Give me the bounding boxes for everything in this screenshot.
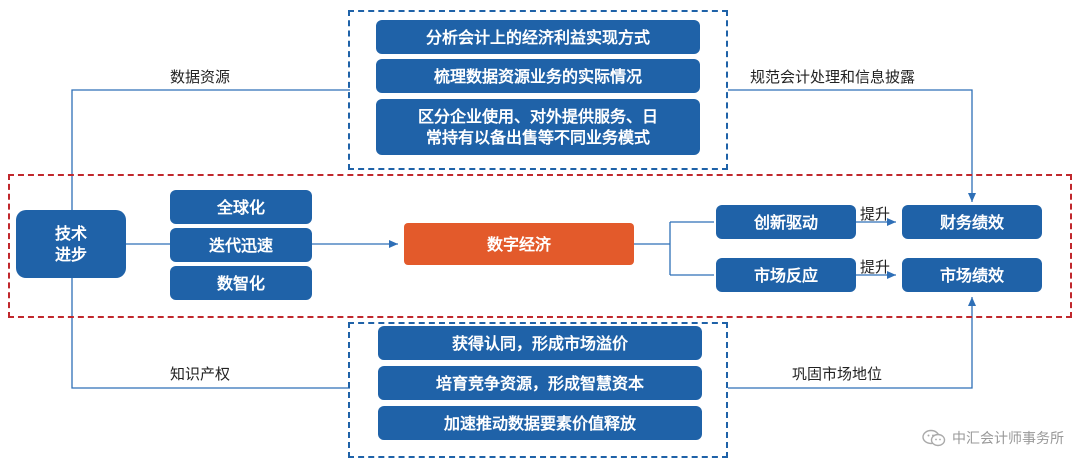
bottom-group-item: 获得认同，形成市场溢价	[378, 326, 702, 360]
financial-performance-box: 财务绩效	[902, 205, 1042, 239]
market-reaction-box: 市场反应	[716, 258, 856, 292]
top-group-item: 梳理数据资源业务的实际情况	[376, 59, 700, 93]
boost-label-2: 提升	[860, 258, 891, 276]
boost-label-1: 提升	[860, 205, 891, 223]
bottom-group-item: 培育竞争资源，形成智慧资本	[378, 366, 702, 400]
top-group-item: 区分企业使用、对外提供服务、日 常持有以备出售等不同业务模式	[376, 99, 700, 155]
fast-iteration-box: 迭代迅速	[170, 228, 312, 262]
data-resources-label: 数据资源	[170, 68, 231, 86]
consolidate-market-label: 巩固市场地位	[792, 365, 883, 383]
top-group-item: 分析会计上的经济利益实现方式	[376, 20, 700, 54]
bottom-group-frame	[348, 322, 728, 458]
watermark-text: 中汇会计师事务所	[952, 431, 1064, 447]
wechat-icon	[922, 429, 946, 447]
line-top-group-to-financial	[728, 89, 976, 202]
norm-accounting-label: 规范会计处理和信息披露	[750, 68, 916, 86]
innovation-driven-box: 创新驱动	[716, 205, 856, 239]
line-tech-to-bottom-group	[71, 278, 350, 389]
globalization-box: 全球化	[170, 190, 312, 224]
line-bottom-group-to-market-perf	[728, 297, 976, 389]
tech-progress-box: 技术 进步	[16, 210, 126, 278]
market-performance-box: 市场绩效	[902, 258, 1042, 292]
top-group-frame	[348, 10, 728, 170]
watermark: 中汇会计师事务所	[922, 428, 1064, 448]
digital-economy-box: 数字经济	[404, 223, 634, 265]
core-frame	[8, 174, 1072, 318]
ip-label: 知识产权	[170, 365, 231, 383]
line-tech-to-top-group	[71, 89, 350, 210]
bottom-group-item: 加速推动数据要素价值释放	[378, 406, 702, 440]
digital-intelligence-box: 数智化	[170, 266, 312, 300]
